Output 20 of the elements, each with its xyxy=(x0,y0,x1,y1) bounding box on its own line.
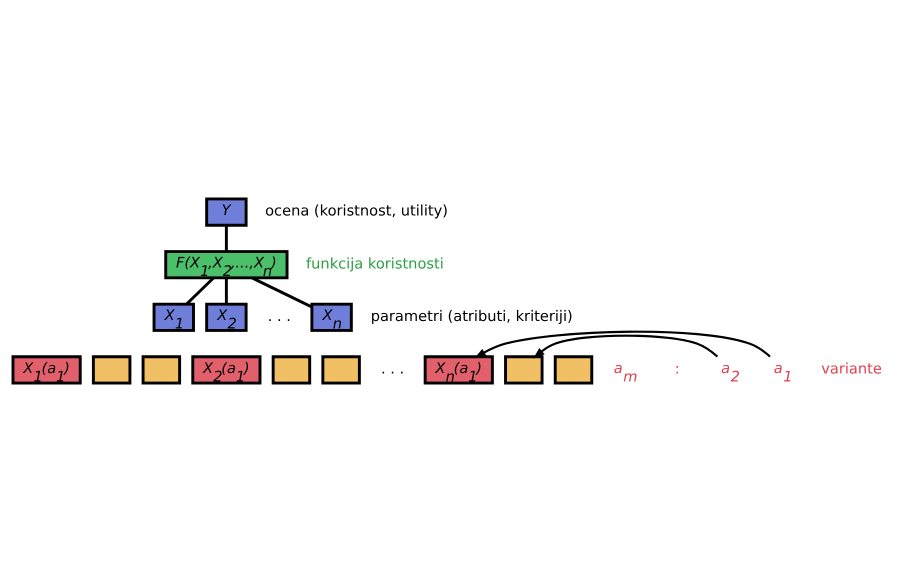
node-box xyxy=(321,355,361,385)
label: ocena (koristnost, utility) xyxy=(265,202,448,220)
label: . . . xyxy=(268,308,291,325)
connector xyxy=(224,278,228,304)
node-box xyxy=(142,355,182,385)
node-box xyxy=(554,355,594,385)
label: parametri (atributi, kriteriji) xyxy=(370,308,573,325)
node-box xyxy=(504,355,544,385)
label: . . . xyxy=(380,360,404,378)
connector xyxy=(224,225,228,252)
node-box xyxy=(92,355,132,385)
label: : xyxy=(674,360,680,378)
node-box xyxy=(272,355,312,385)
label: variante xyxy=(821,360,882,378)
connector xyxy=(186,277,214,306)
arrow xyxy=(474,330,771,358)
arrow xyxy=(533,334,718,359)
connector xyxy=(251,276,312,308)
node-box: Y xyxy=(205,197,248,227)
label: funkcija koristnosti xyxy=(306,255,444,272)
